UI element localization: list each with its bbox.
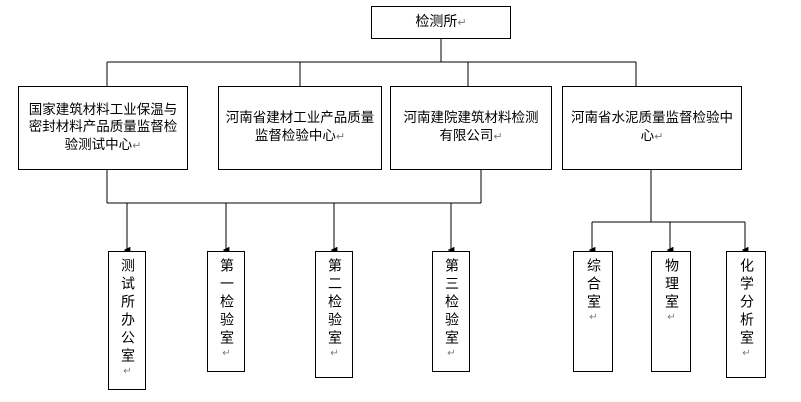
node-leaf-office[interactable]: 测试所办公室↵ xyxy=(108,251,146,390)
node-leaf-chemistry-label: 化学分析室↵ xyxy=(738,258,754,359)
node-leaf-lab-2-label: 第二检验室↵ xyxy=(326,258,342,359)
node-level2-1[interactable]: 国家建筑材料工业保温与密封材料产品质量监督检验测试中心↵ xyxy=(18,86,188,170)
node-root[interactable]: 检测所↵ xyxy=(371,6,511,39)
node-root-label: 检测所↵ xyxy=(415,14,467,31)
node-leaf-general-label: 综合室↵ xyxy=(585,258,601,323)
node-leaf-office-label: 测试所办公室↵ xyxy=(119,258,135,377)
node-level2-2-label: 河南省建材工业产品质量监督检验中心↵ xyxy=(225,110,375,144)
node-level2-4[interactable]: 河南省水泥质量监督检验中心↵ xyxy=(562,86,742,170)
node-level2-2[interactable]: 河南省建材工业产品质量监督检验中心↵ xyxy=(218,86,382,170)
node-leaf-lab-3[interactable]: 第三检验室↵ xyxy=(432,251,470,372)
node-level2-4-label: 河南省水泥质量监督检验中心↵ xyxy=(571,110,733,144)
node-leaf-physics-label: 物理室↵ xyxy=(663,258,679,323)
node-leaf-general[interactable]: 综合室↵ xyxy=(573,251,613,372)
node-leaf-physics[interactable]: 物理室↵ xyxy=(651,251,691,372)
node-level2-1-label: 国家建筑材料工业保温与密封材料产品质量监督检验测试中心↵ xyxy=(28,101,178,153)
node-level2-3-label: 河南建院建筑材料检测有限公司↵ xyxy=(403,110,539,144)
node-leaf-lab-1[interactable]: 第一检验室↵ xyxy=(207,251,245,372)
node-level2-3[interactable]: 河南建院建筑材料检测有限公司↵ xyxy=(390,86,552,170)
node-leaf-lab-1-label: 第一检验室↵ xyxy=(218,258,234,359)
node-leaf-chemistry[interactable]: 化学分析室↵ xyxy=(726,251,766,378)
node-leaf-lab-2[interactable]: 第二检验室↵ xyxy=(315,251,353,378)
node-leaf-lab-3-label: 第三检验室↵ xyxy=(443,258,459,359)
